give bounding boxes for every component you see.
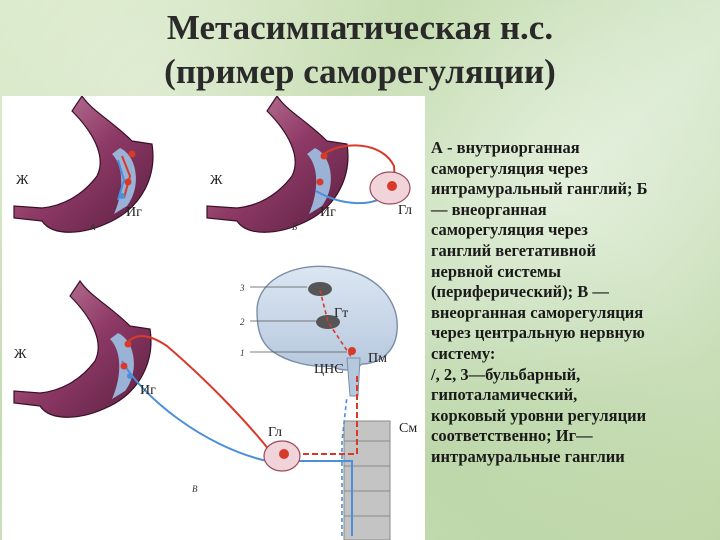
page-subtitle: (пример саморегуляции) <box>164 52 556 91</box>
spinal-cord <box>343 420 391 540</box>
label-stomach-c: Ж <box>14 347 27 362</box>
diagram-svg: Ж Иг А Ж Иг Гл Б <box>13 96 417 540</box>
letter-b: Б <box>291 222 298 232</box>
description-text: А - внутриорганная саморегуляция через и… <box>431 138 715 468</box>
label-cns: ЦНС <box>314 362 344 377</box>
panel-a: Ж Иг А <box>13 96 154 233</box>
label-stomach-b: Ж <box>210 173 223 188</box>
description-line: внеорганная саморегуляция <box>431 302 644 322</box>
description-line: соответственно; Иг— <box>431 426 593 446</box>
description-line: интрамуральные ганглии <box>431 446 625 466</box>
description-line: через центральную нервную <box>431 323 645 343</box>
letter-c: В <box>192 484 198 494</box>
level-2: 2 <box>240 317 245 327</box>
label-peripheral-b: Гл <box>398 203 412 218</box>
panel-b: Ж Иг Гл Б <box>206 96 412 233</box>
diagram-figure: Ж Иг А Ж Иг Гл Б <box>2 96 425 540</box>
level-1: 1 <box>240 348 245 358</box>
description-line: саморегуляция через <box>431 220 588 240</box>
label-medulla: Пм <box>368 351 387 366</box>
label-peripheral-c: Гл <box>268 425 282 440</box>
description-line: (периферический); В — <box>431 282 609 302</box>
description-line: — внеорганная <box>431 199 547 219</box>
page-title: Метасимпатическая н.с. <box>166 8 554 47</box>
level-2-nucleus <box>316 315 340 329</box>
panel-c: 3 2 1 Ж Иг Гл Гт <box>13 265 417 540</box>
stomach-shape-c <box>13 279 152 418</box>
description-line: интрамуральный ганглий; Б <box>431 179 648 199</box>
level-3: 3 <box>239 283 245 293</box>
description-line: гипоталамический, <box>431 385 578 405</box>
description-line: /, 2, 3—бульбарный, <box>431 364 581 384</box>
label-stomach-a: Ж <box>16 173 29 188</box>
description-line: нервной системы <box>431 261 562 281</box>
description-line: саморегуляция через <box>431 158 588 178</box>
description-line: ганглий вегетативной <box>431 240 597 260</box>
description-line: А - внутриорганная <box>431 138 580 157</box>
label-ganglion-c: Иг <box>140 383 156 398</box>
stomach-shape-b <box>206 96 349 233</box>
description-line: корковый уровни регуляции <box>431 405 647 425</box>
label-hypothalamus: Гт <box>334 306 348 321</box>
label-spinal: См <box>399 421 417 436</box>
letter-a: А <box>89 222 96 232</box>
description-line: систему: <box>431 343 496 363</box>
label-ganglion-a: Иг <box>126 205 142 220</box>
label-ganglion-b: Иг <box>320 205 336 220</box>
level-3-nucleus <box>308 282 332 296</box>
